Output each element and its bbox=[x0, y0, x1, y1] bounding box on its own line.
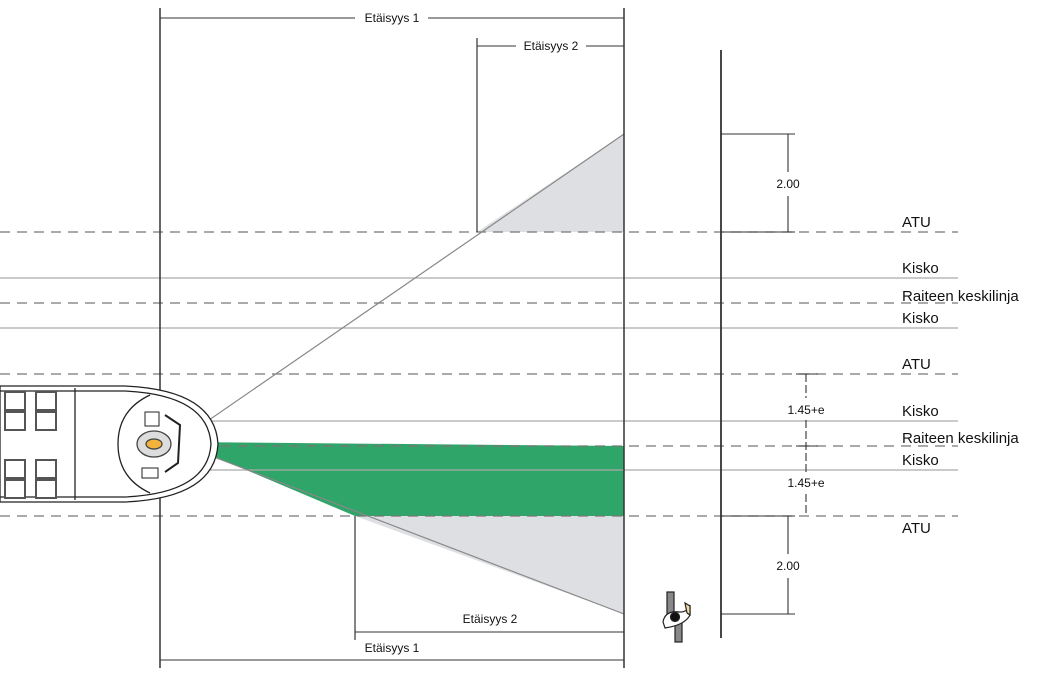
track-line-label: ATU bbox=[902, 356, 931, 373]
track-line-label: Kisko bbox=[902, 403, 939, 420]
track-line-label: ATU bbox=[902, 214, 931, 231]
track-line-label: Kisko bbox=[902, 310, 939, 327]
lower-blind-area bbox=[355, 516, 624, 614]
upper-clearance-label: 2.00 bbox=[776, 177, 800, 191]
dimension-lines bbox=[160, 17, 818, 661]
track-line-label: Kisko bbox=[902, 452, 939, 469]
bottom-distance-1-label: Etäisyys 1 bbox=[365, 641, 420, 655]
bottom-distance-2-label: Etäisyys 2 bbox=[463, 612, 518, 626]
lower-half-width-label: 1.45+e bbox=[787, 476, 824, 490]
track-line-label: Raiteen keskilinja bbox=[902, 430, 1019, 447]
upper-half-width-label: 1.45+e bbox=[787, 403, 824, 417]
track-worker-figure bbox=[662, 591, 691, 643]
lower-clearance-label: 2.00 bbox=[776, 559, 800, 573]
top-distance-1-label: Etäisyys 1 bbox=[365, 11, 420, 25]
upper-sight-line bbox=[179, 133, 625, 441]
visible-area bbox=[180, 442, 624, 516]
top-distance-2-label: Etäisyys 2 bbox=[524, 39, 579, 53]
lower-sight-line bbox=[179, 443, 625, 615]
track-line-label: ATU bbox=[902, 520, 931, 537]
train-cab bbox=[0, 385, 219, 503]
upper-blind-area bbox=[477, 134, 624, 232]
track-line-label: Kisko bbox=[902, 260, 939, 277]
track-line-label: Raiteen keskilinja bbox=[902, 288, 1019, 305]
